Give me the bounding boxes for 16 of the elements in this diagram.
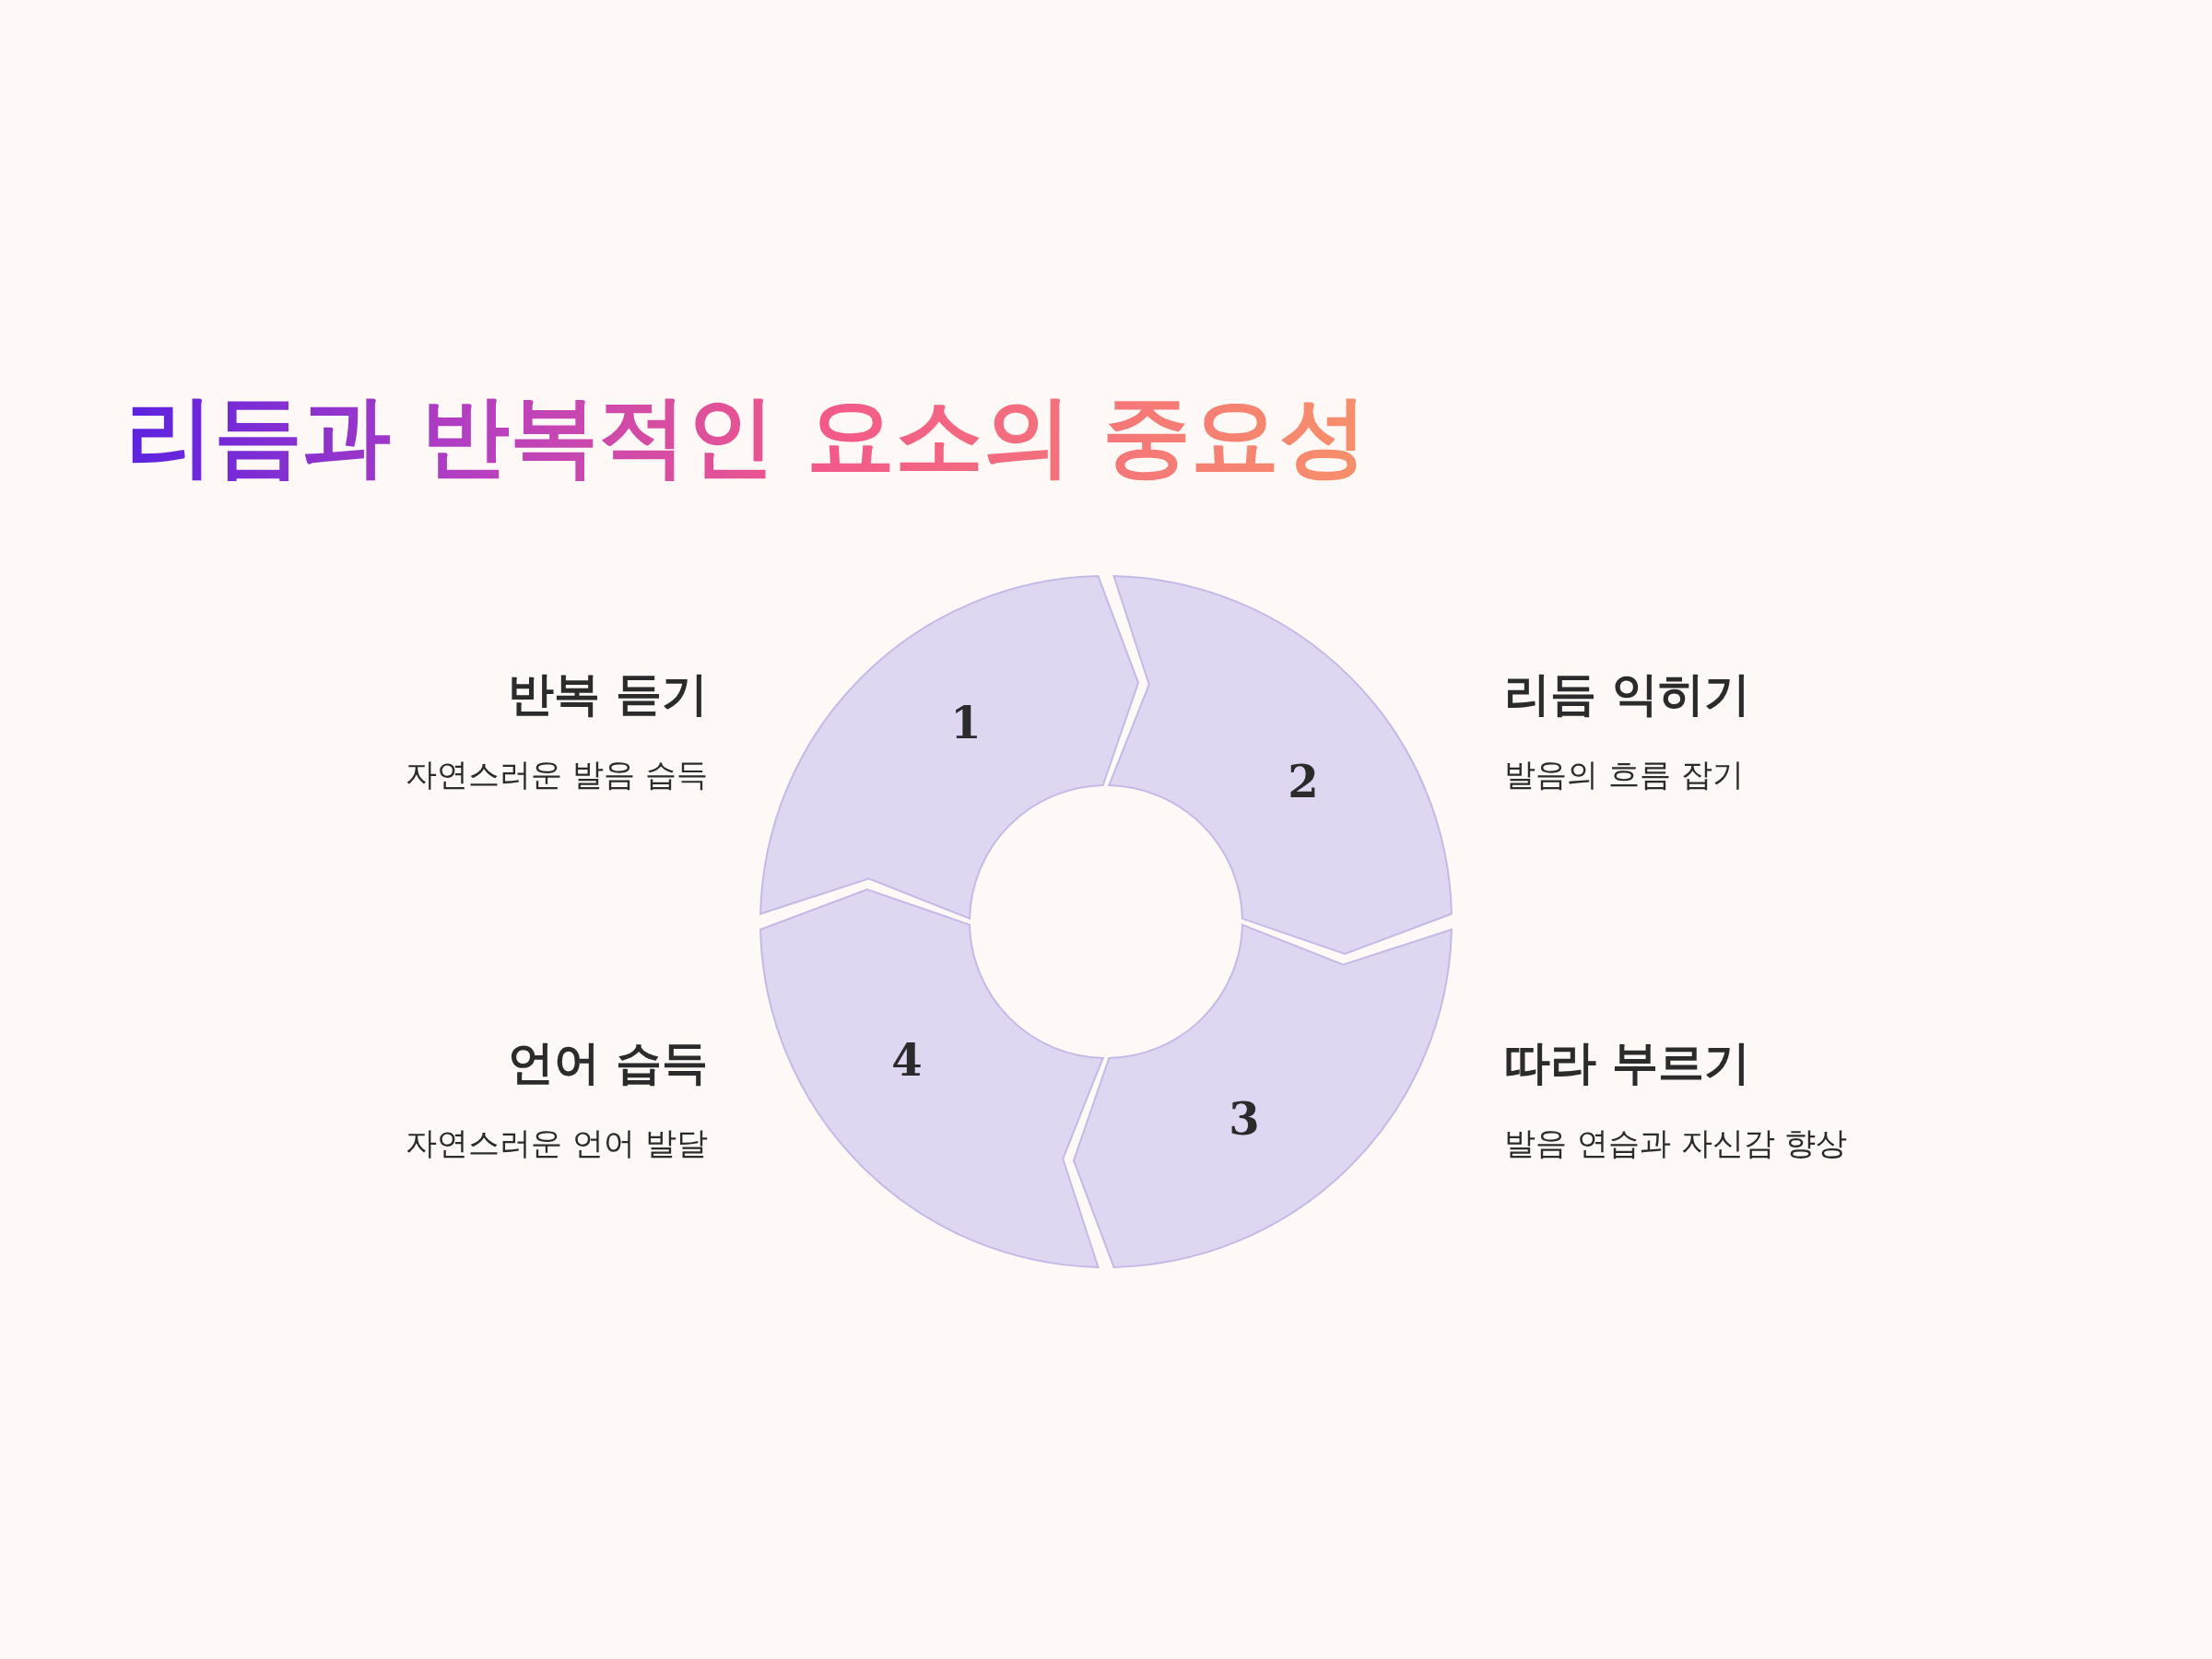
step-number: 4 [891, 1034, 923, 1086]
arrow-segment [759, 574, 1141, 921]
step-description: 자연스러운 발음 습득 [406, 755, 708, 794]
step-heading: 리듬 익히기 [1504, 666, 1751, 723]
arrow-segment [1107, 574, 1453, 957]
step-number: 1 [950, 697, 982, 748]
step-heading: 따라 부르기 [1504, 1035, 1751, 1091]
step-number: 2 [1288, 756, 1319, 807]
step-description: 발음 연습과 자신감 향상 [1504, 1124, 1848, 1163]
arrow-segment [1071, 923, 1453, 1269]
arrow-segment [759, 887, 1105, 1269]
step-description: 발음의 흐름 잡기 [1504, 755, 1744, 794]
step-heading: 반복 듣기 [507, 666, 708, 723]
step-description: 자연스러운 언어 발달 [406, 1124, 708, 1163]
step-heading: 언어 습득 [507, 1035, 708, 1091]
step-number: 3 [1229, 1093, 1260, 1145]
